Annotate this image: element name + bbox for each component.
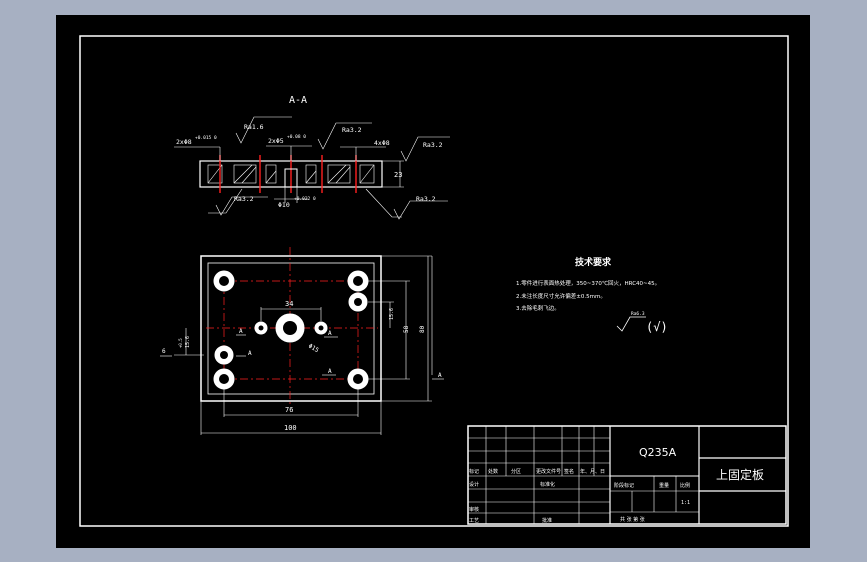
roughness-bottom-right: Ra3.2 (416, 195, 436, 203)
bottom-bore-tol: +0.022 0 (294, 196, 316, 202)
tech-title: 技术要求 (575, 256, 612, 268)
bottom-bore-dim: Φ10 (278, 201, 290, 209)
scale-label: 比例 (680, 482, 690, 489)
stage-mark-label: 阶段标记 (614, 482, 634, 489)
section-label: A-A (289, 95, 307, 106)
marker-a-4: A (328, 368, 332, 375)
drawing-canvas: A-A (79, 35, 789, 527)
dim-spacing-bottom: 76 (285, 406, 293, 414)
scale-value: 1:1 (681, 500, 690, 506)
header-date: 年、月、日 (580, 468, 605, 475)
header-change-doc: 更改文件号 (536, 468, 561, 475)
plan-view: 34 76 100 58 80 15.6 15.6 +0.5 Φ15 A A A… (160, 247, 444, 435)
tech-item-3: 3.去除毛刺飞边。 (516, 304, 560, 312)
row-process: 工艺 (469, 518, 479, 524)
hole-right-dim: 4xΦ8 (374, 139, 390, 147)
hole-left-dim: 2xΦ8 (176, 138, 192, 146)
dim-height-outer: 80 (419, 325, 426, 333)
part-name: 上固定板 (716, 467, 764, 482)
drawing-border (79, 35, 789, 527)
dim-left-small: 15.6 (185, 336, 191, 348)
dim-overall-width: 100 (284, 424, 297, 432)
dim-hole-dia: Φ15 (307, 343, 320, 355)
title-block (467, 425, 787, 525)
hole-mid-dim: 2xΦ5 (268, 137, 284, 145)
dim-left-tol: +0.5 (178, 338, 183, 348)
roughness-left: Ra1.6 (244, 123, 264, 131)
sheets-label: 共 张 第 张 (620, 516, 645, 523)
row-design: 设计 (469, 481, 479, 488)
roughness-paren: (√) (646, 320, 668, 334)
roughness-bottom-left: Ra3.2 (234, 195, 254, 203)
row-review: 审核 (469, 506, 479, 513)
tech-item-1: 1.零件进行表面热处理，350~370℃回火，HRC40~45。 (516, 279, 660, 287)
marker-a-2: A (248, 350, 252, 357)
roughness-right: Ra3.2 (423, 141, 443, 149)
tech-requirements: 技术要求 1.零件进行表面热处理，350~370℃回火，HRC40~45。 2.… (516, 256, 668, 334)
roughness-note: Ra6.3 (631, 311, 645, 317)
marker-a-1: A (239, 328, 243, 335)
weight-label: 重量 (659, 482, 669, 489)
header-mark: 标记 (469, 468, 479, 475)
hole-mid-tol: +0.08 0 (287, 134, 306, 140)
roughness-mid: Ra3.2 (342, 126, 362, 134)
dim-right-small: 15.6 (389, 308, 395, 320)
header-signature: 签名 (564, 468, 574, 475)
dim-height-inner: 58 (403, 325, 410, 333)
marker-a-3: A (328, 330, 332, 337)
title-block-text: Q235A 上固定板 标记 处数 分区 更改文件号 签名 年、月、日 设计 审核… (469, 446, 764, 524)
tech-item-2: 2.未注长度尺寸允许偏差±0.5mm。 (516, 292, 606, 300)
thickness-dim: 23 (394, 171, 402, 179)
material-label: Q235A (639, 446, 677, 459)
marker-6: 6 (162, 348, 166, 355)
drawing-sheet: A-A (56, 15, 810, 548)
header-zone: 分区 (511, 468, 521, 475)
marker-a-5: A (438, 372, 442, 379)
approve-label: 批准 (542, 517, 552, 524)
dim-spacing-top: 34 (285, 300, 293, 308)
section-view: 23 2xΦ8 +0.015 0 Ra1.6 2xΦ5 +0.08 0 Ra3.… (174, 116, 450, 220)
standardize-label: 标准化 (540, 481, 555, 488)
hole-left-tol: +0.015 0 (195, 135, 217, 141)
header-count: 处数 (488, 468, 498, 475)
